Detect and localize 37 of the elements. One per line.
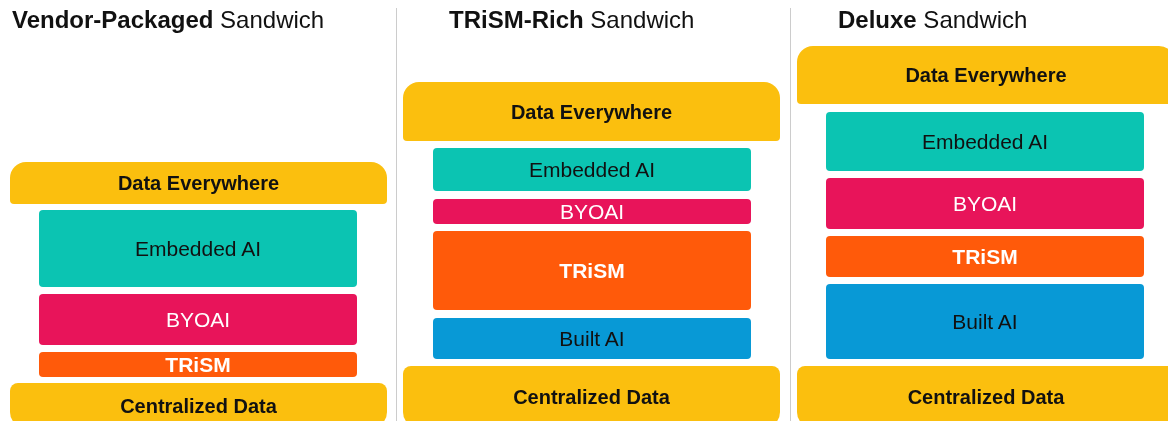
layer-label: TRiSM	[559, 260, 625, 281]
bread-layer	[797, 46, 1168, 104]
layer-label: Embedded AI	[528, 159, 656, 180]
layer-label: Embedded AI	[134, 238, 262, 259]
layer-label: Built AI	[952, 311, 1018, 332]
filling-layer	[826, 236, 1144, 277]
bread-layer	[403, 82, 780, 141]
bread-layer	[403, 366, 780, 421]
filling-layer	[39, 352, 357, 377]
filling-layer	[39, 294, 357, 345]
filling-layer	[826, 178, 1144, 229]
column-title: Vendor-Packaged Sandwich	[12, 6, 325, 34]
layer-label: BYOAI	[559, 201, 625, 222]
layer-label: Data Everywhere	[905, 65, 1067, 85]
filling-layer	[433, 199, 751, 224]
column-title: TRiSM-Rich Sandwich	[449, 6, 695, 34]
bread-layer	[10, 162, 387, 204]
layer-label: TRiSM	[165, 354, 231, 375]
layer-label: Centralized Data	[907, 387, 1065, 407]
layer-label: BYOAI	[165, 309, 231, 330]
filling-layer	[39, 210, 357, 287]
layer-label: Centralized Data	[513, 387, 670, 407]
bread-layer	[10, 383, 387, 421]
column-title: Deluxe Sandwich	[838, 6, 1028, 34]
layer-label: Data Everywhere	[510, 101, 673, 122]
filling-layer	[826, 112, 1144, 171]
filling-layer	[826, 284, 1144, 359]
filling-layer	[433, 231, 751, 310]
layer-label: BYOAI	[952, 193, 1018, 214]
layer-label: Centralized Data	[120, 395, 277, 416]
bread-layer	[797, 366, 1168, 421]
filling-layer	[433, 148, 751, 191]
layer-label: Embedded AI	[921, 131, 1049, 152]
layer-label: TRiSM	[952, 246, 1018, 267]
layer-label: Built AI	[559, 328, 625, 349]
filling-layer	[433, 318, 751, 359]
layer-label: Data Everywhere	[117, 173, 280, 193]
